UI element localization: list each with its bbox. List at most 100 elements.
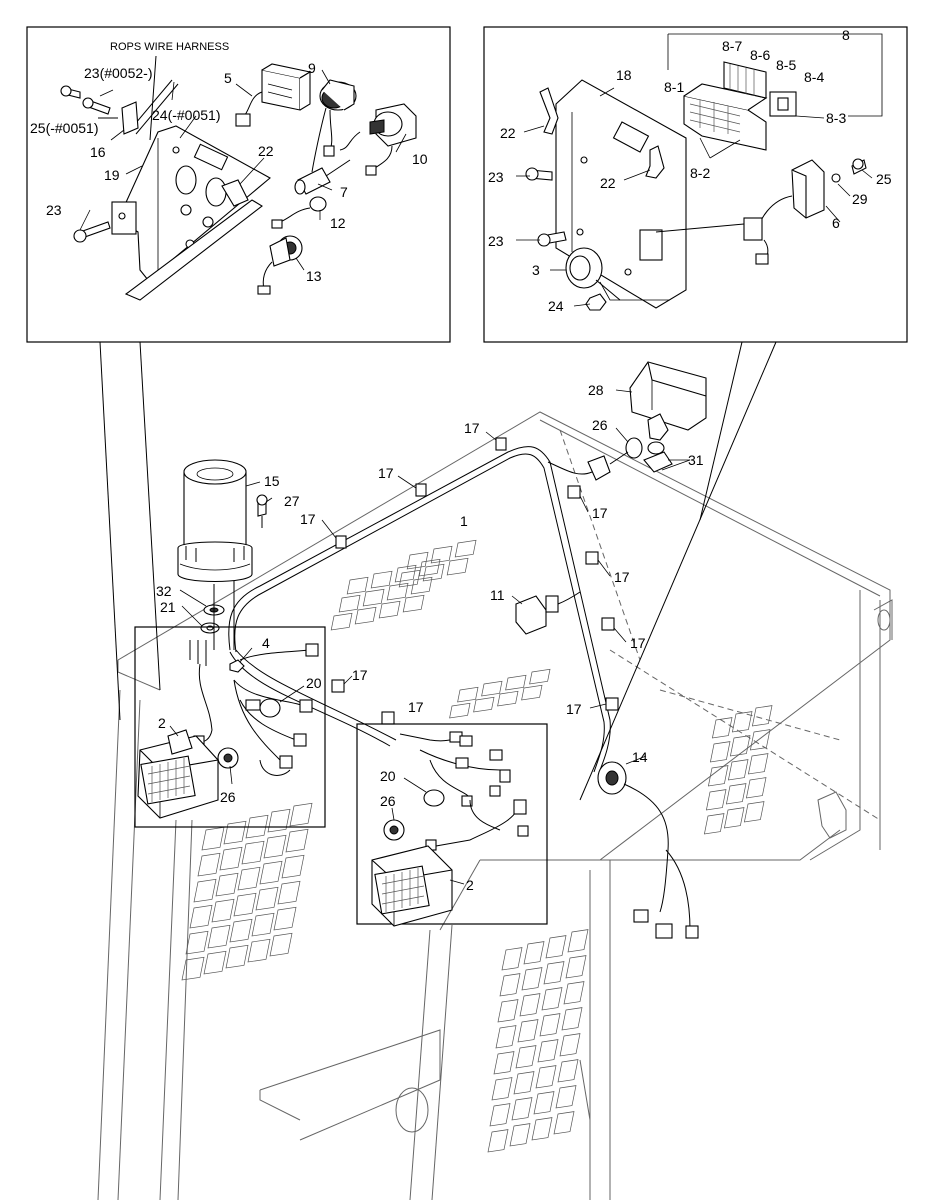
callout-24-top: 24(-#0051)	[152, 107, 221, 123]
mesh-cell	[422, 563, 445, 582]
callout-20-left: 20	[306, 675, 322, 691]
mesh-cell	[565, 955, 587, 979]
callout-8-1: 8-1	[664, 79, 684, 95]
callout-6: 6	[832, 215, 840, 231]
mesh-cell	[501, 947, 523, 971]
mesh-cell	[233, 892, 257, 917]
mesh-cell	[259, 860, 283, 885]
mesh-cell	[515, 1045, 537, 1069]
mesh-cell	[723, 807, 745, 829]
mesh-cell	[729, 735, 751, 757]
mesh-cell	[410, 576, 433, 595]
mesh-cell	[402, 594, 425, 613]
mesh-cell	[197, 852, 221, 877]
mesh-cell	[705, 789, 727, 811]
mesh-cell	[406, 551, 429, 570]
mesh-cell	[487, 1129, 509, 1153]
callout-32: 32	[156, 583, 172, 599]
mesh-cell	[745, 777, 767, 799]
mesh-cell	[711, 717, 733, 739]
mesh-cell	[747, 753, 769, 775]
mesh-cell	[535, 1065, 557, 1089]
mesh-cell	[497, 690, 519, 707]
mesh-cell	[237, 866, 261, 891]
callout-31: 31	[688, 452, 704, 468]
mesh-cell	[511, 1097, 533, 1121]
mesh-cell	[563, 981, 585, 1005]
cab-structure	[97, 411, 893, 1200]
mesh-cell	[245, 814, 269, 839]
mesh-cell	[193, 878, 217, 903]
callout-21: 21	[160, 599, 176, 615]
mesh-cell	[454, 539, 477, 558]
mesh-cell	[519, 993, 541, 1017]
inset-lamp-right	[356, 723, 548, 927]
mesh-cell	[223, 820, 247, 845]
callout-26-right: 26	[380, 793, 396, 809]
mesh-cell	[225, 944, 249, 969]
callout-7: 7	[340, 184, 348, 200]
mesh-cell	[725, 783, 747, 805]
callout-1: 1	[460, 513, 468, 529]
callout-8-7: 8-7	[722, 38, 742, 54]
callout-17-c: 17	[300, 511, 316, 527]
mesh-cell	[749, 729, 771, 751]
mesh-cell	[215, 872, 239, 897]
mesh-cell	[346, 576, 369, 595]
callout-22-right-b: 22	[600, 175, 616, 191]
side-screen-grids	[181, 705, 773, 1153]
mesh-cell	[567, 929, 589, 953]
callout-17-b: 17	[378, 465, 394, 481]
mesh-cell	[207, 924, 231, 949]
mesh-cell	[446, 557, 469, 576]
mesh-cell	[543, 961, 565, 985]
mesh-cell	[330, 612, 353, 631]
mesh-cell	[495, 1025, 517, 1049]
mesh-cell	[505, 674, 527, 691]
mesh-cell	[281, 854, 305, 879]
callout-29: 29	[852, 191, 868, 207]
inset-right	[483, 26, 908, 801]
mesh-cell	[362, 588, 385, 607]
callout-17-i: 17	[408, 699, 424, 715]
mesh-cell	[481, 680, 503, 697]
callout-28: 28	[588, 382, 604, 398]
harness-clips	[321, 431, 627, 725]
callout-17-d: 17	[592, 505, 608, 521]
callout-3: 3	[532, 262, 540, 278]
mesh-cell	[185, 930, 209, 955]
mesh-cell	[533, 1091, 555, 1115]
callout-17-h: 17	[352, 667, 368, 683]
mesh-cell	[203, 950, 227, 975]
callout-22-left: 22	[258, 143, 274, 159]
mesh-cell	[491, 1077, 513, 1101]
mesh-cell	[497, 999, 519, 1023]
mesh-cell	[289, 802, 313, 827]
callout-10: 10	[412, 151, 428, 167]
mesh-cell	[489, 1103, 511, 1127]
mesh-cell	[181, 956, 205, 981]
mesh-cell	[241, 840, 265, 865]
mesh-cell	[521, 967, 543, 991]
callout-24-right: 24	[548, 298, 564, 314]
mesh-cell	[727, 759, 749, 781]
mesh-cell	[751, 705, 773, 727]
callout-15: 15	[264, 473, 280, 489]
inset-left	[26, 26, 451, 721]
callout-19: 19	[104, 167, 120, 183]
mesh-cell	[378, 600, 401, 619]
callout-17-a: 17	[464, 420, 480, 436]
callout-14: 14	[632, 749, 648, 765]
callout-2-right: 2	[466, 877, 474, 893]
callout-23-top: 23(#0052-)	[84, 65, 153, 81]
mesh-cell	[473, 696, 495, 713]
mesh-cell	[247, 938, 271, 963]
mesh-cell	[529, 668, 551, 685]
mesh-cell	[561, 1007, 583, 1031]
mesh-cell	[370, 570, 393, 589]
beacon-15	[177, 459, 273, 650]
mesh-cell	[513, 1071, 535, 1095]
callout-25-top: 25(-#0051)	[30, 120, 99, 136]
callout-13: 13	[306, 268, 322, 284]
mesh-cell	[255, 886, 279, 911]
